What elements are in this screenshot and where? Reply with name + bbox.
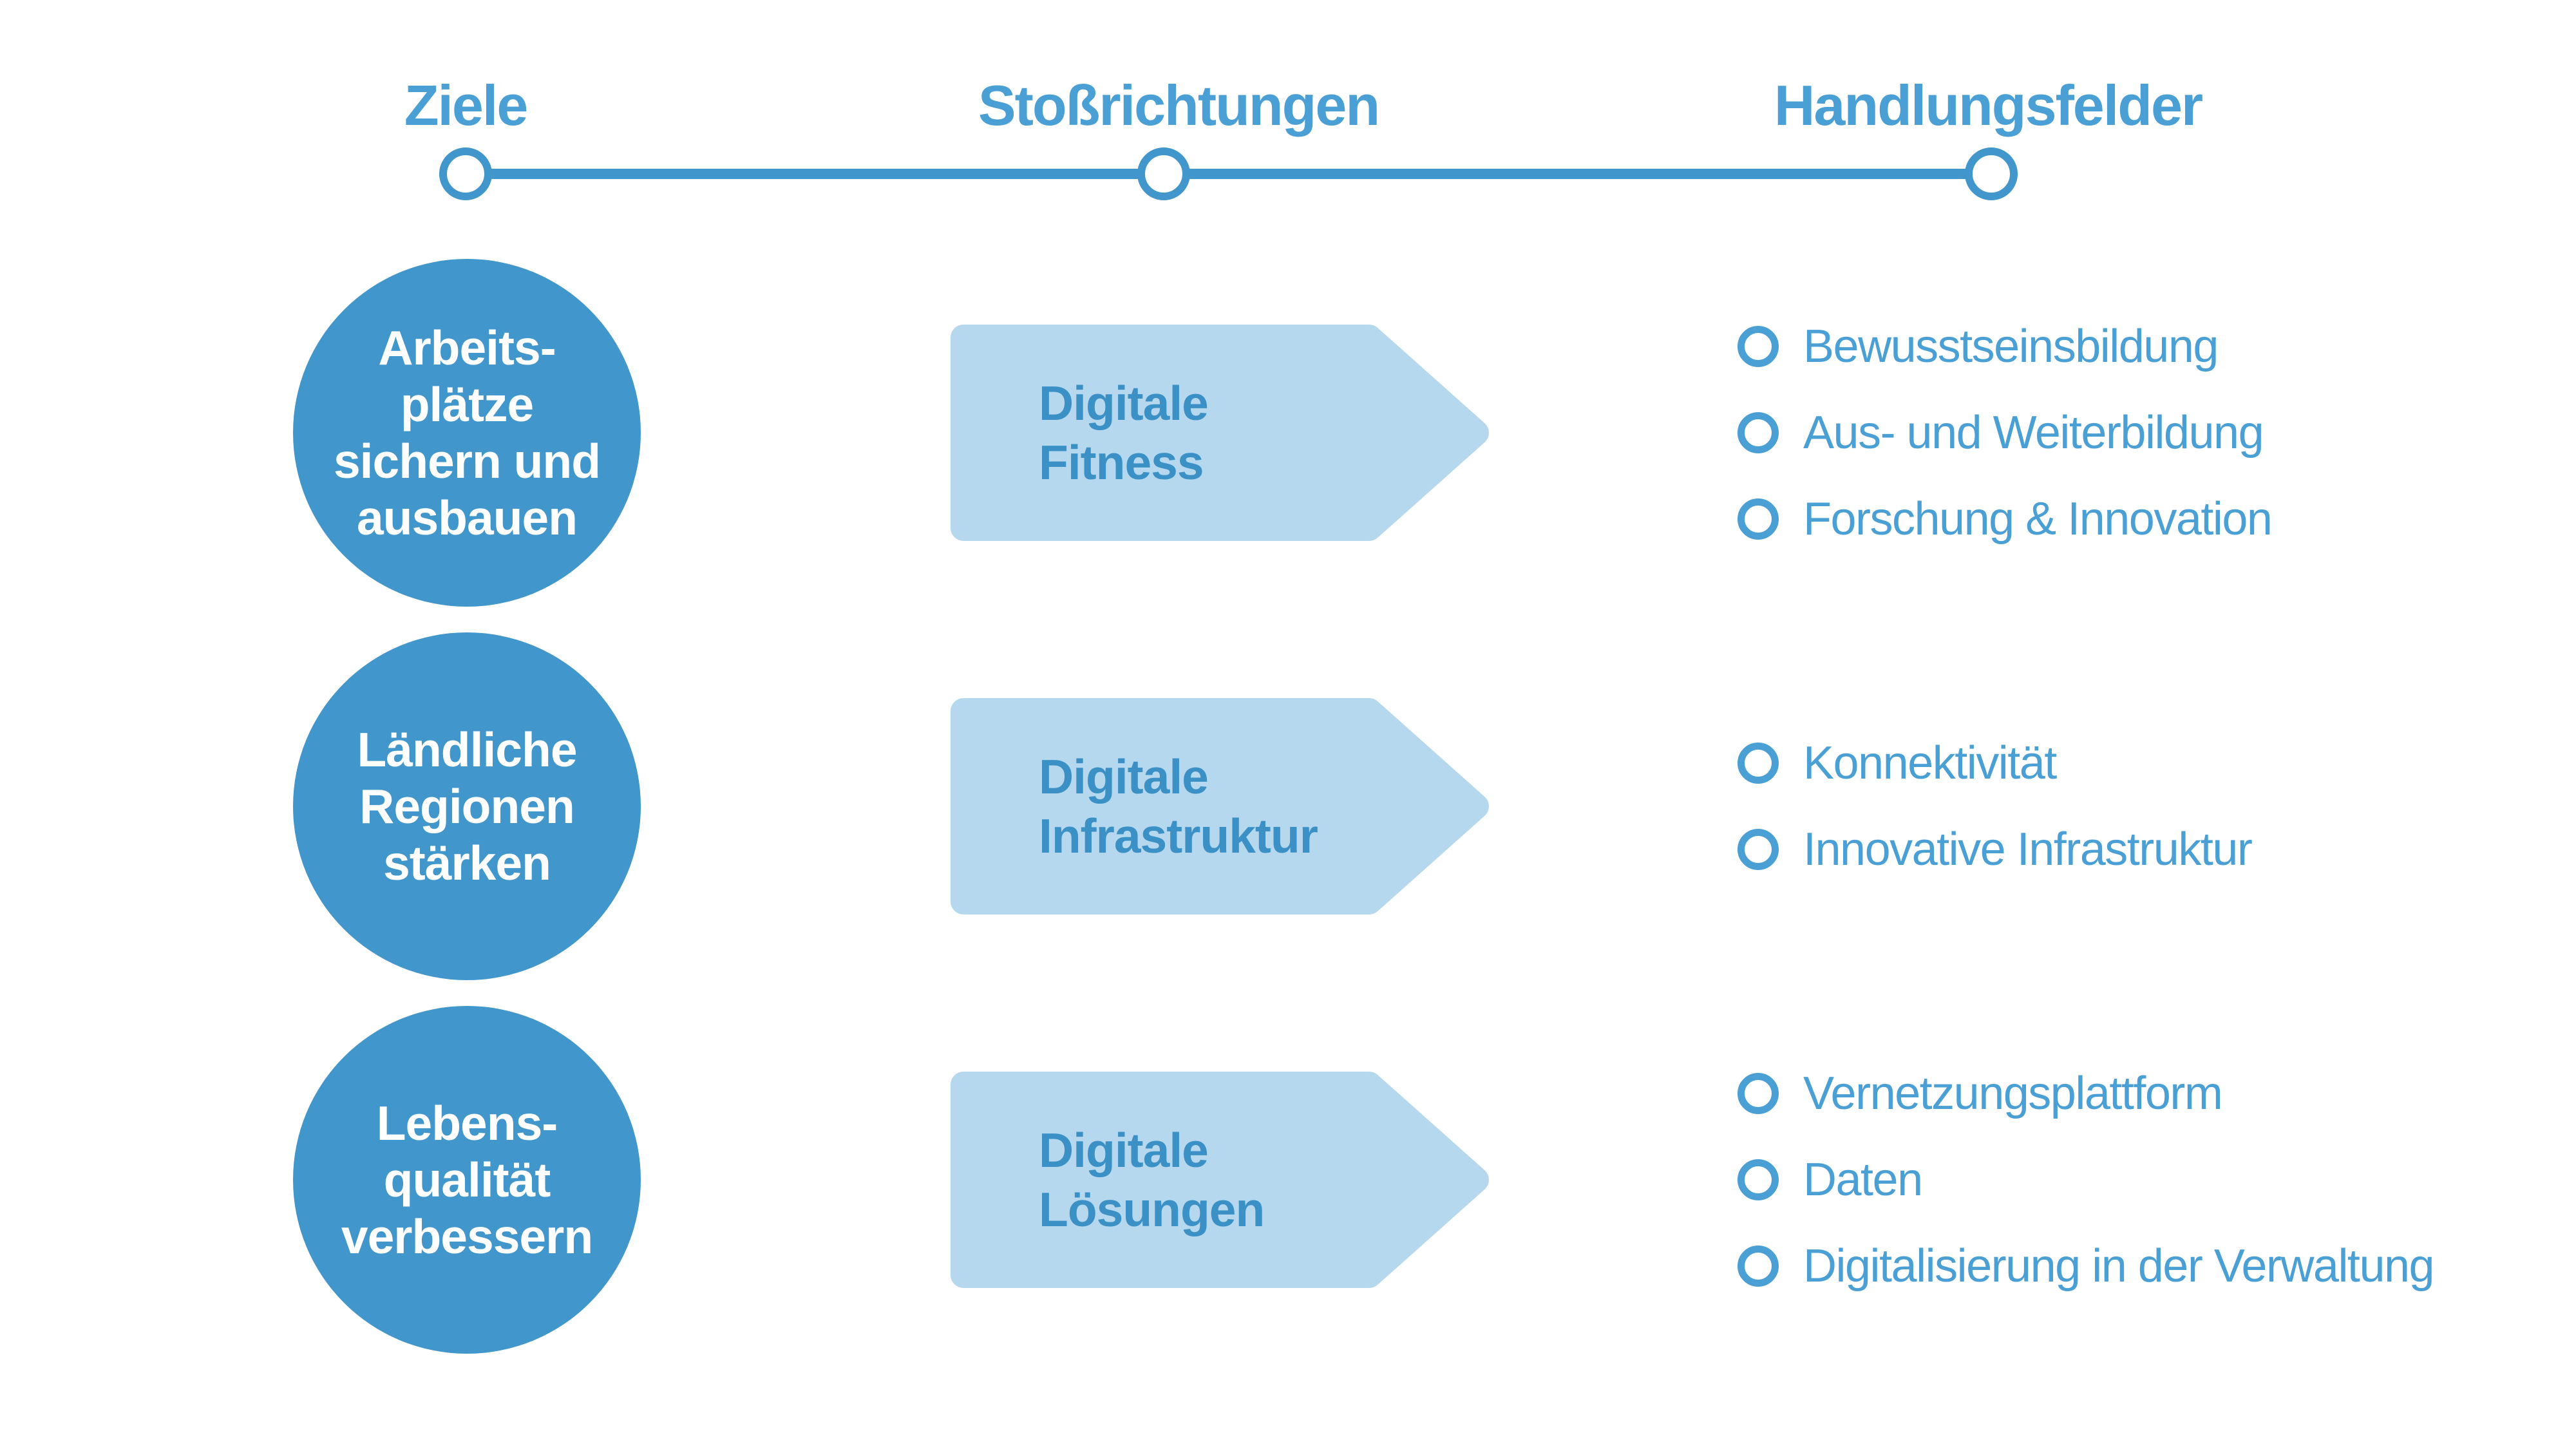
direction-label: Digitale Lösungen [1039, 1121, 1265, 1239]
field-item: Konnektivität [1738, 737, 2057, 789]
goal-line: verbessern [341, 1209, 593, 1264]
field-label: Aus- und Weiterbildung [1803, 407, 2264, 459]
goal-circle: Lebens- qualität verbessern [293, 1006, 641, 1354]
direction-line: Digitale [1039, 750, 1209, 804]
field-label: Konnektivität [1803, 737, 2057, 789]
field-item: Vernetzungsplattform [1738, 1068, 2223, 1119]
column-header-handlungsfelder: Handlungsfelder [1774, 73, 2203, 137]
field-label: Bewusstseinsbildung [1803, 321, 2219, 372]
bullet-ring-icon [1738, 1159, 1779, 1200]
goal-line: Regionen [359, 779, 575, 833]
bullet-ring-icon [1738, 412, 1779, 453]
field-label: Daten [1803, 1154, 1923, 1206]
goal-line: Ländliche [357, 723, 577, 777]
field-item: Forschung & Innovation [1738, 493, 2273, 545]
goal-line: qualität [383, 1153, 551, 1207]
goal-line: Arbeits- [378, 321, 556, 375]
goal-circle: Ländliche Regionen stärken [293, 632, 641, 980]
direction-line: Digitale [1039, 1123, 1209, 1177]
field-label: Innovative Infrastruktur [1803, 824, 2253, 875]
direction-line: Fitness [1039, 435, 1204, 489]
bullet-ring-icon [1738, 829, 1779, 870]
direction-line: Lösungen [1039, 1182, 1265, 1236]
direction-arrow [951, 1072, 1489, 1288]
direction-arrow [951, 325, 1489, 541]
field-label: Forschung & Innovation [1803, 493, 2273, 545]
column-header-stossrichtungen: Stoßrichtungen [978, 73, 1380, 137]
bullet-ring-icon [1738, 498, 1779, 540]
direction-line: Infrastruktur [1039, 809, 1318, 863]
bullet-ring-icon [1738, 1245, 1779, 1287]
goal-line: Lebens- [376, 1096, 558, 1150]
timeline-line [466, 169, 1991, 179]
goal-circle: Arbeits- plätze sichern und ausbauen [293, 259, 641, 607]
direction-line: Digitale [1039, 376, 1209, 430]
bullet-ring-icon [1738, 326, 1779, 367]
field-item: Digitalisierung in der Verwaltung [1738, 1240, 2435, 1292]
field-item: Bewusstseinsbildung [1738, 321, 2219, 372]
bullet-ring-icon [1738, 1073, 1779, 1114]
direction-arrow [951, 698, 1489, 914]
timeline-node-icon [439, 147, 492, 200]
field-label: Vernetzungsplattform [1803, 1068, 2223, 1119]
goal-line: ausbauen [356, 491, 578, 545]
timeline-node-icon [1137, 147, 1190, 200]
goal-line: plätze [400, 377, 535, 431]
direction-label: Digitale Fitness [1039, 374, 1209, 492]
column-header-ziele: Ziele [404, 73, 529, 137]
timeline-node-icon [1965, 147, 2018, 200]
field-item: Aus- und Weiterbildung [1738, 407, 2264, 459]
field-item: Daten [1738, 1154, 1923, 1206]
field-item: Innovative Infrastruktur [1738, 824, 2253, 875]
bullet-ring-icon [1738, 743, 1779, 784]
direction-label: Digitale Infrastruktur [1039, 747, 1318, 866]
field-label: Digitalisierung in der Verwaltung [1803, 1240, 2435, 1292]
goal-line: sichern und [333, 434, 601, 488]
goal-line: stärken [383, 836, 551, 890]
